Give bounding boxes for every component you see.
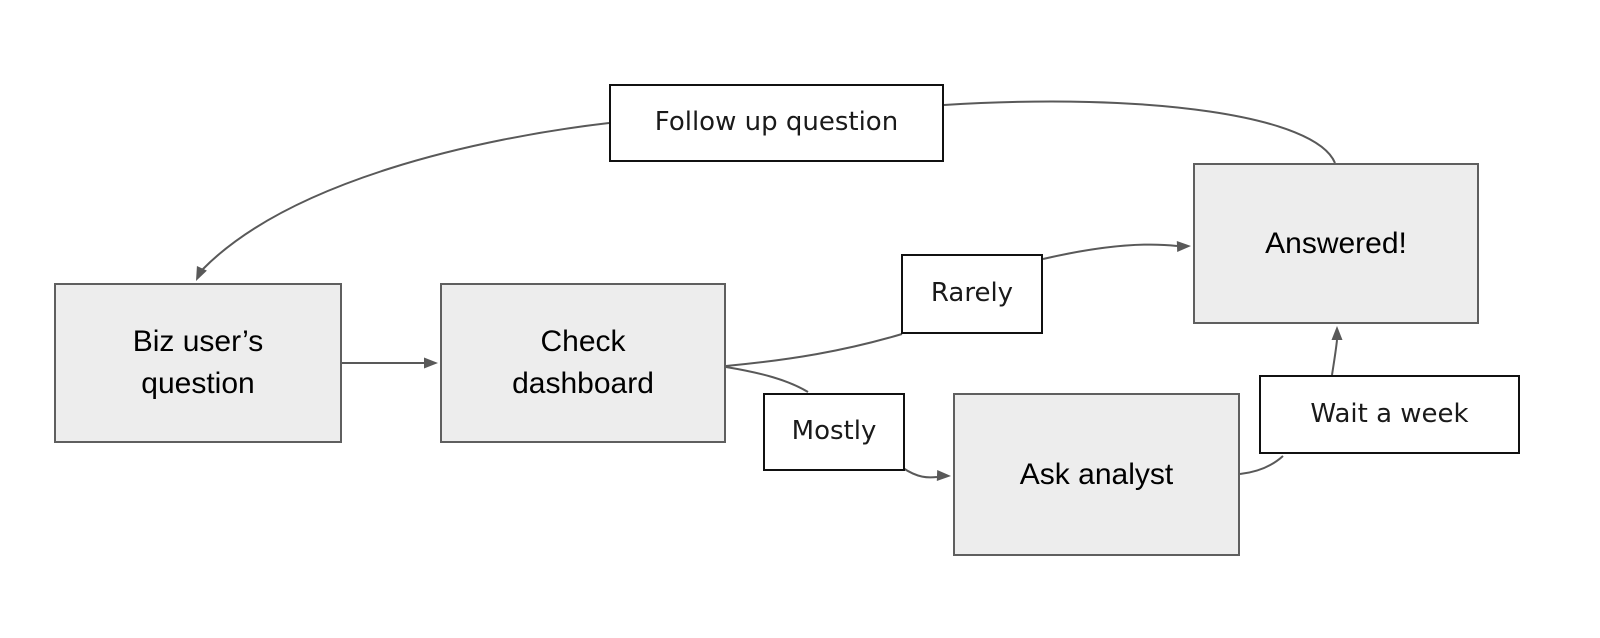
edge-label-mostly-text: Mostly <box>791 416 877 447</box>
edge-label-wait-a-week-text: Wait a week <box>1310 398 1469 429</box>
edge-check-to-mostly <box>725 366 809 393</box>
node-ask-analyst: Ask analyst <box>953 393 1240 556</box>
node-ask-analyst-label: Ask analyst <box>1019 457 1174 491</box>
edge-ask-to-wait <box>1239 455 1284 475</box>
arrowhead-followup-to-biz <box>196 265 207 281</box>
edge-label-rarely: Rarely <box>901 254 1043 334</box>
edge-check-to-rarely <box>725 333 903 367</box>
arrowhead-rarely-to-answered <box>1176 240 1191 252</box>
node-check-dashboard: Check dashboard <box>440 283 726 443</box>
edge-answered-to-followup <box>943 100 1336 164</box>
edge-label-follow-up-question: Follow up question <box>609 84 944 162</box>
edge-followup-to-biz <box>201 122 610 271</box>
arrowhead-wait-to-answered <box>1331 326 1343 340</box>
node-answered-label: Answered! <box>1265 226 1407 260</box>
edge-rarely-to-answered <box>1042 243 1178 260</box>
edge-label-mostly: Mostly <box>763 393 905 471</box>
arrowhead-biz-to-check <box>424 357 438 369</box>
edge-mostly-to-ask <box>902 467 938 479</box>
edge-label-wait-a-week: Wait a week <box>1259 375 1520 454</box>
arrowhead-mostly-to-ask <box>936 470 951 482</box>
node-biz-users-question: Biz user’s question <box>54 283 342 443</box>
edge-label-rarely-text: Rarely <box>930 278 1014 309</box>
edge-wait-to-answered <box>1331 339 1338 376</box>
node-answered: Answered! <box>1193 163 1479 324</box>
edge-label-follow-up-question-text: Follow up question <box>654 107 899 138</box>
node-biz-users-question-label: Biz user’s question <box>132 325 264 400</box>
node-check-dashboard-label: Check dashboard <box>512 325 654 400</box>
